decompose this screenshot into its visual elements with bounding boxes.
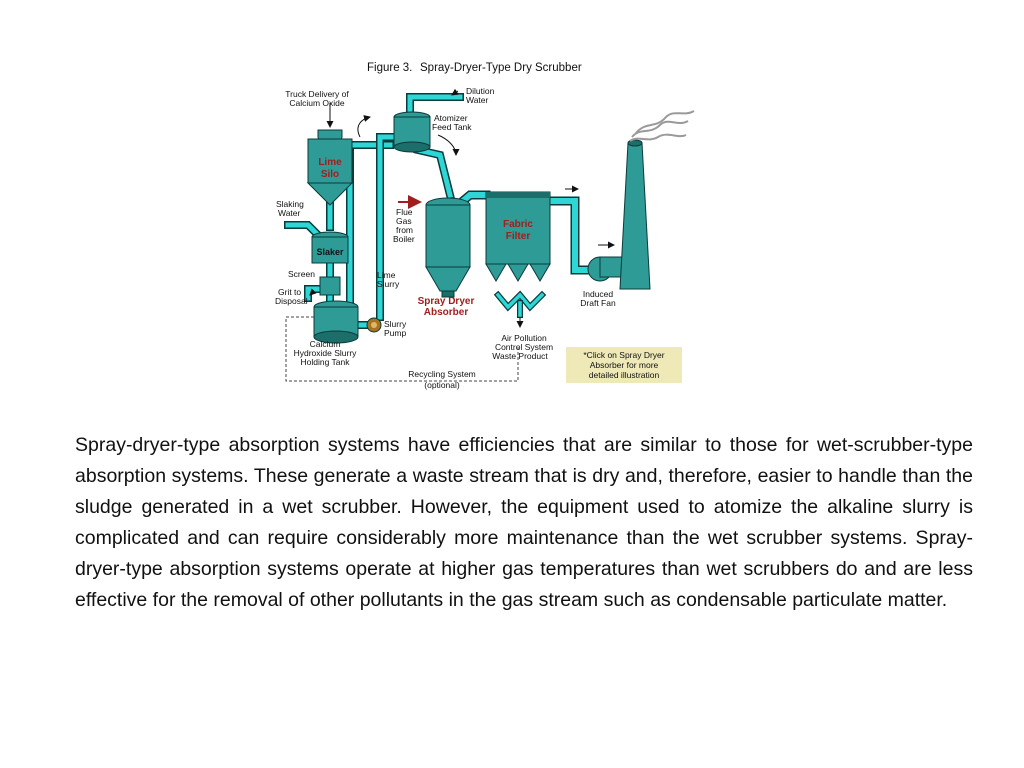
spray-dryer-absorber (425, 197, 471, 298)
fan-label-1: Induced (583, 289, 614, 299)
grit-label-1: Grit to (278, 287, 301, 297)
atomizer-feed-tank-label-1: Atomizer (434, 113, 468, 123)
waste-product-label-3: Waste Product (492, 351, 548, 361)
grit-label-2: Disposal (275, 296, 308, 306)
dilution-water-label-2: Water (466, 95, 489, 105)
flue-gas-label-1: Flue (396, 207, 413, 217)
slurry-pump (366, 317, 382, 333)
recycling-line (285, 316, 519, 382)
figure-title: Spray-Dryer-Type Dry Scrubber (420, 62, 582, 74)
recycling-label-1: Recycling System (408, 369, 476, 379)
figure-number: Figure 3. (367, 62, 412, 74)
slaker: Slaker (311, 231, 349, 264)
holding-tank (313, 300, 359, 344)
waste-product-label-2: Control System (495, 342, 553, 352)
absorber-label-1: Spray Dryer (418, 296, 475, 307)
waste-product-label-1: Air Pollution (501, 333, 547, 343)
detail-note-box[interactable] (566, 347, 682, 383)
lime-slurry-label-2: Slurry (377, 279, 400, 289)
truck-delivery-label-2: Calcium Oxide (289, 98, 345, 108)
holding-tank-label-3: Holding Tank (301, 357, 351, 367)
screen (319, 276, 341, 296)
recycling-label-2: (optional) (424, 380, 460, 390)
flue-gas-label-2: Gas (396, 216, 412, 226)
slaker-label: Slaker (316, 247, 344, 257)
fabric-filter: Fabric Filter (485, 191, 551, 282)
detail-note-line-3: detailed illustration (589, 370, 660, 380)
holding-tank-label-1: Calcium (310, 339, 341, 349)
fabric-filter-label-1: Fabric (503, 219, 533, 230)
holding-tank-label-2: Hydroxide Slurry (294, 348, 358, 358)
lime-silo: Lime Silo (306, 129, 354, 206)
screen-label: Screen (288, 269, 315, 279)
spray-dryer-diagram: Figure 3. Spray-Dryer-Type Dry Scrubber (270, 55, 700, 395)
detail-note-line-1: *Click on Spray Dryer (583, 350, 664, 360)
absorber-label-2: Absorber (424, 307, 469, 318)
slurry-pump-label-1: Slurry (384, 319, 407, 329)
fabric-filter-label-2: Filter (506, 231, 531, 242)
flue-gas-label-3: from (396, 225, 413, 235)
diagram-svg: Figure 3. Spray-Dryer-Type Dry Scrubber (275, 62, 695, 390)
dilution-water-label-1: Dilution (466, 86, 495, 96)
lime-silo-label-1: Lime (318, 157, 342, 168)
lime-silo-label-2: Silo (321, 169, 339, 180)
body-paragraph: Spray-dryer-type absorption systems have… (75, 434, 973, 611)
atomizer-feed-tank (393, 111, 431, 153)
detail-note-line-2: Absorber for more (590, 360, 659, 370)
flow-arrows (309, 88, 615, 328)
slaking-water-label-2: Water (278, 208, 301, 218)
fan-label-2: Draft Fan (580, 298, 616, 308)
atomizer-feed-tank-label-2: Feed Tank (432, 122, 472, 132)
slaking-water-label-1: Slaking (276, 199, 304, 209)
stack (619, 139, 651, 290)
lime-slurry-label-1: Lime (377, 270, 396, 280)
truck-delivery-label-1: Truck Delivery of (285, 89, 349, 99)
detail-note[interactable]: *Click on Spray Dryer Absorber for more … (566, 347, 682, 383)
stack-smoke (629, 110, 695, 142)
slurry-pump-label-2: Pump (384, 328, 406, 338)
flue-gas-label-4: Boiler (393, 234, 415, 244)
